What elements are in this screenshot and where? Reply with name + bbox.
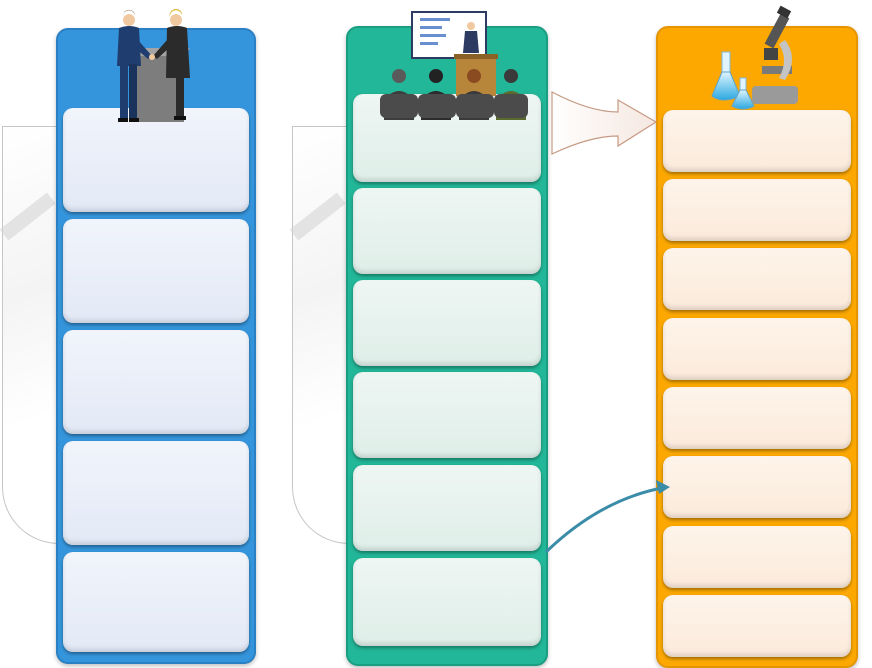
green-cell[interactable] (353, 280, 541, 366)
orange-cell[interactable] (663, 595, 851, 657)
blue-cell[interactable] (63, 552, 249, 652)
green-cell[interactable] (353, 465, 541, 551)
orange-cell[interactable] (663, 387, 851, 449)
bracket-left-1 (2, 126, 59, 544)
green-cell[interactable] (353, 94, 541, 182)
orange-cell[interactable] (663, 248, 851, 310)
blue-cell[interactable] (63, 108, 249, 212)
bracket-left-2 (292, 126, 349, 544)
column-green (346, 26, 548, 666)
orange-cell[interactable] (663, 526, 851, 588)
right-block-arrow-icon (551, 91, 658, 155)
blue-cell[interactable] (63, 441, 249, 545)
green-cell[interactable] (353, 188, 541, 274)
green-cell[interactable] (353, 558, 541, 646)
blue-cell[interactable] (63, 219, 249, 323)
column-blue (56, 28, 256, 664)
orange-cell[interactable] (663, 179, 851, 241)
orange-cell[interactable] (663, 456, 851, 518)
curved-arrow-icon (544, 480, 670, 554)
column-orange (656, 26, 858, 668)
orange-cell[interactable] (663, 110, 851, 172)
orange-cell[interactable] (663, 318, 851, 380)
blue-cell[interactable] (63, 330, 249, 434)
green-cell[interactable] (353, 372, 541, 458)
